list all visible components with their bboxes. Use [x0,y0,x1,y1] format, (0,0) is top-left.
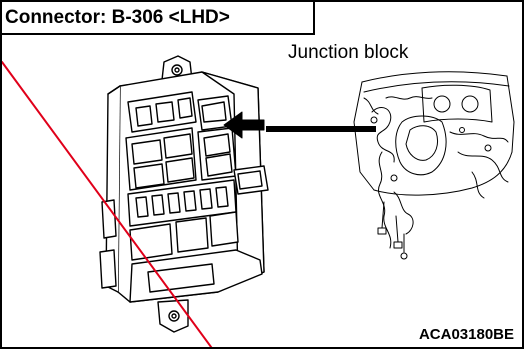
diagram-title: Connector: B-306 <LHD> [2,2,315,35]
dashboard-location-drawing [353,71,515,260]
strike-line [2,61,213,347]
arrow-left-icon [223,111,376,139]
junction-block-drawing [99,55,269,333]
figure-id: ACA03180BE [418,326,514,343]
junction-block-label: Junction block [288,42,409,63]
